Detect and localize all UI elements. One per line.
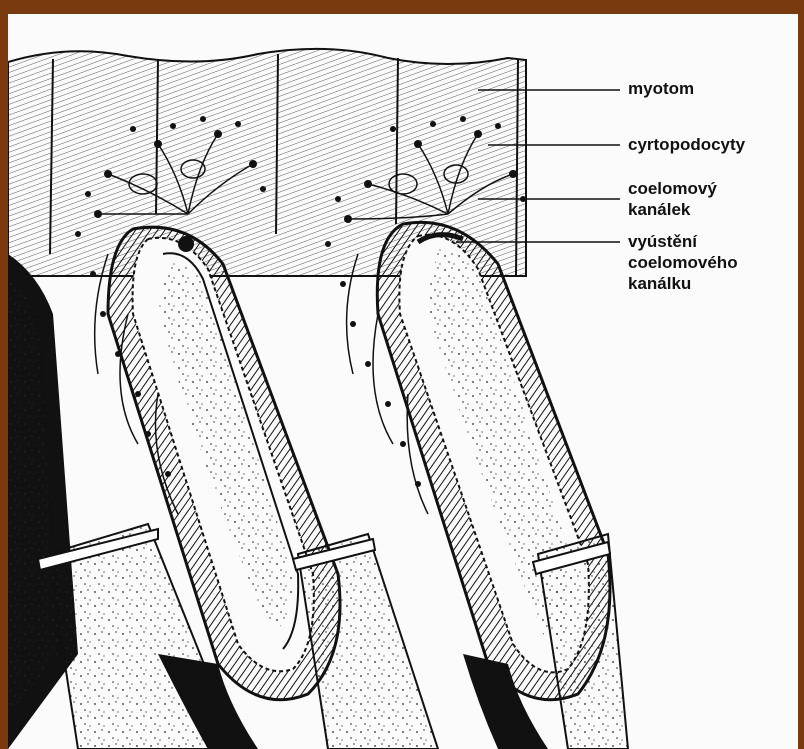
- anatomical-drawing: [8, 14, 798, 749]
- illustration-sheet: myotom cyrtopodocyty coelomový kanálek v…: [8, 14, 798, 749]
- label-line: coelomový: [628, 178, 717, 199]
- label-coelomovy-kanalek: coelomový kanálek: [628, 178, 717, 220]
- label-cyrtopodocyty: cyrtopodocyty: [628, 134, 745, 155]
- label-line: kanálku: [628, 273, 738, 294]
- label-myotom: myotom: [628, 78, 694, 99]
- label-line: coelomového: [628, 252, 738, 273]
- label-line: kanálek: [628, 199, 717, 220]
- label-vyusteni: vyústění coelomového kanálku: [628, 231, 738, 294]
- label-line: vyústění: [628, 231, 738, 252]
